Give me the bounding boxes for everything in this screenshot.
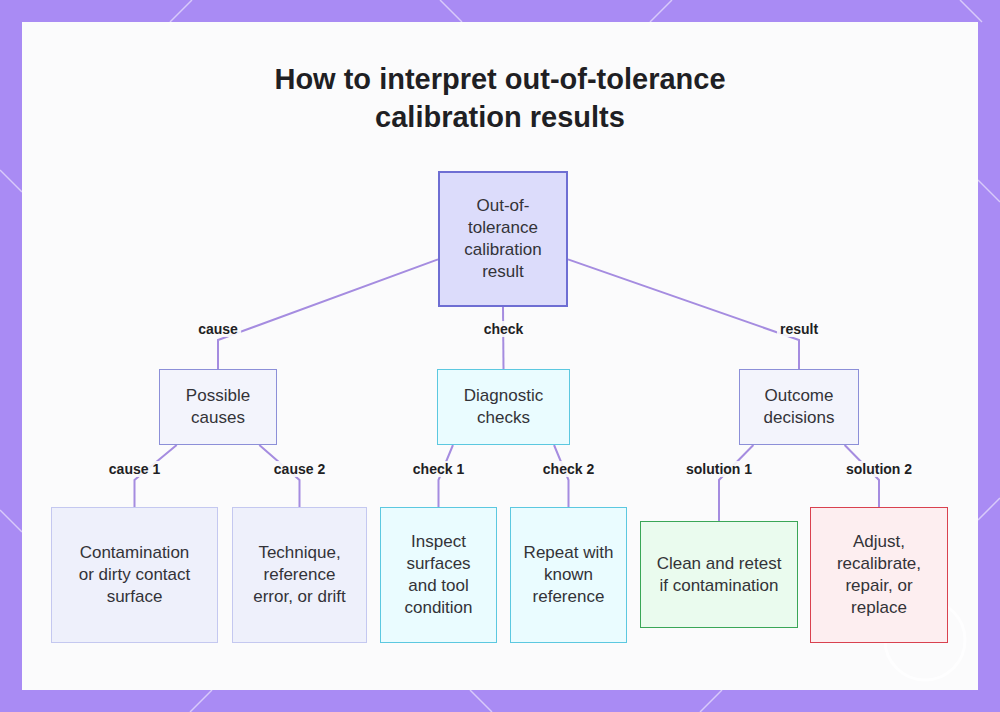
process-box: Clean and retest if contamination — [640, 521, 798, 628]
node-label: Diagnostic checks — [448, 385, 559, 429]
process-box: Diagnostic checks — [437, 369, 570, 445]
connector-line — [218, 259, 438, 369]
node-label: Inspect surfaces and tool condition — [393, 531, 484, 619]
process-box: Out-of-tolerance calibration result — [438, 171, 568, 307]
deco-line — [170, 0, 192, 22]
edge-label: check — [481, 321, 527, 337]
deco-line — [978, 180, 1000, 202]
edge-label: check 2 — [540, 461, 597, 477]
node-label: Possible causes — [170, 385, 266, 429]
process-box: Technique, reference error, or drift — [232, 507, 367, 643]
deco-line — [0, 170, 22, 192]
deco-line — [470, 690, 492, 712]
deco-line — [700, 690, 722, 712]
process-box: Repeat with known reference — [510, 507, 627, 643]
node-label: Adjust, recalibrate, repair, or replace — [823, 531, 935, 619]
node-label: Contamination or dirty contact surface — [74, 542, 195, 608]
deco-line — [0, 510, 22, 532]
diagram-title: How to interpret out-of-tolerance calibr… — [230, 60, 770, 136]
connector-line — [719, 445, 753, 521]
process-box: Contamination or dirty contact surface — [51, 507, 218, 643]
edge-label: cause 1 — [106, 461, 163, 477]
edge-label: cause 2 — [271, 461, 328, 477]
process-box: Inspect surfaces and tool condition — [380, 507, 497, 643]
connector-line — [568, 259, 799, 369]
node-label: Out-of-tolerance calibration result — [452, 195, 554, 283]
connector-line — [502, 307, 505, 369]
node-label: Outcome decisions — [750, 385, 848, 429]
deco-line — [650, 0, 672, 22]
process-box: Possible causes — [159, 369, 277, 445]
node-label: Repeat with known reference — [523, 542, 614, 608]
process-box: Outcome decisions — [739, 369, 859, 445]
edge-label: cause — [195, 321, 241, 337]
deco-line — [960, 0, 982, 22]
node-label: Technique, reference error, or drift — [247, 542, 352, 608]
edge-label: solution 2 — [843, 461, 915, 477]
process-box: Adjust, recalibrate, repair, or replace — [810, 507, 948, 643]
node-label: Clean and retest if contamination — [655, 553, 783, 597]
deco-line — [978, 498, 1000, 520]
edge-label: result — [777, 321, 821, 337]
edge-label: solution 1 — [683, 461, 755, 477]
deco-line — [440, 0, 462, 22]
edge-label: check 1 — [410, 461, 467, 477]
deco-line — [190, 690, 212, 712]
